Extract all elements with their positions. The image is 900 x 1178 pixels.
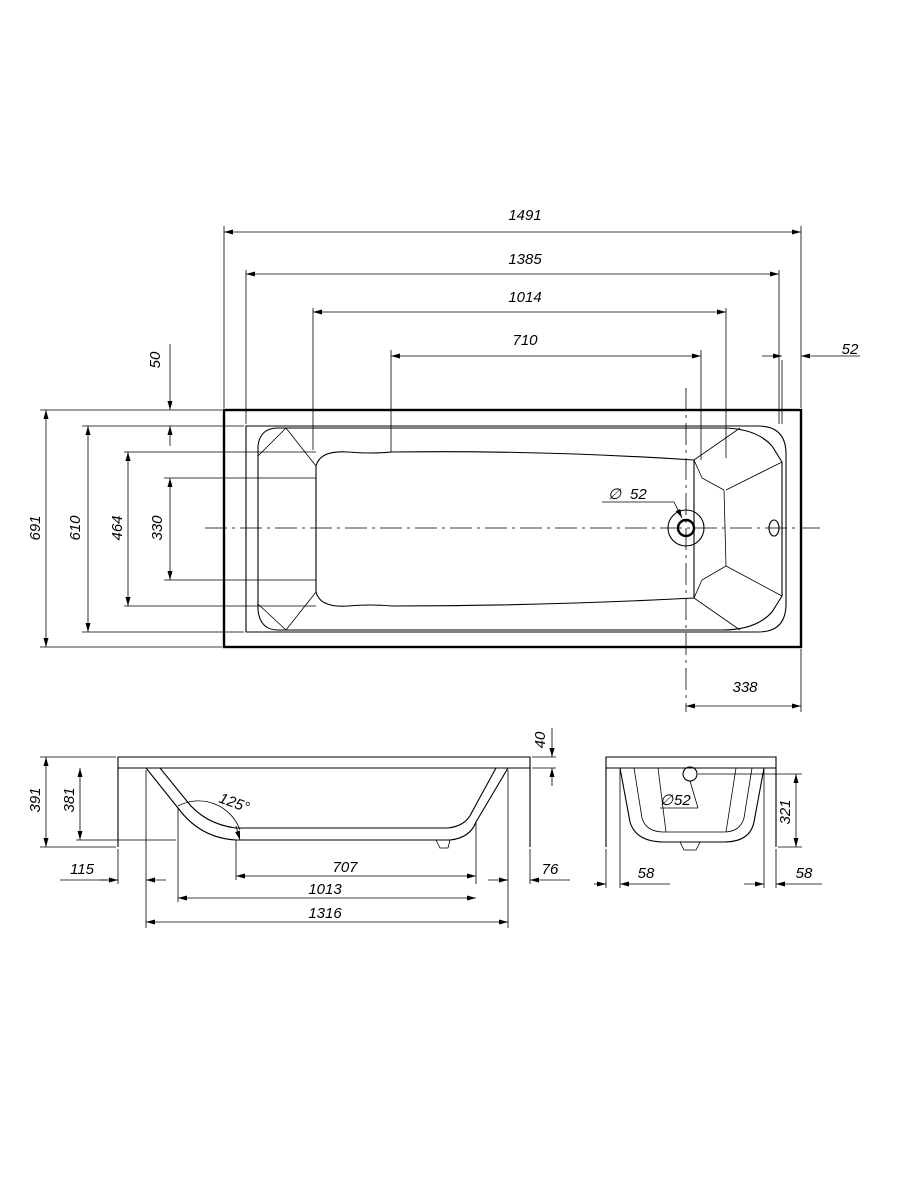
dim-inner-width: 610 [67,515,84,541]
end-inner-bowl-lower [633,767,753,833]
angle-arrow [235,825,241,841]
dim-inner-length: 1385 [508,251,542,268]
end-view: ∅ 52 321 58 58 [594,756,822,888]
side-inner-bowl-lower [159,767,497,829]
side-rim-extension [532,756,556,769]
dim-overflow-diameter: 52 [674,792,691,809]
tub-bottom-floor [315,451,695,607]
dim-end-right-offset: 58 [796,865,813,882]
tub-outer-rim [222,408,803,649]
dim-flat-length: 710 [512,332,538,349]
dim-overall-width: 691 [27,515,44,540]
dim-drain-offset: 338 [732,679,758,696]
dim-rim-top: 50 [147,351,164,368]
dim-rim-width: 52 [842,341,859,358]
dim-inner-depth: 381 [61,787,78,812]
dim-drain-diameter-symbol: ∅ [608,486,622,503]
drain-leader-arrow [673,501,683,519]
dim-side-bottom-length: 1013 [308,881,342,898]
top-extension-lines [223,226,802,460]
overflow-leader [689,780,699,809]
side-inner-bowl [145,767,509,841]
dim-flat-bottom: 707 [332,859,358,876]
left-extension-lines [40,409,316,648]
tub-inner-opening [245,425,787,633]
end-drain [679,841,701,851]
side-rim [117,756,531,769]
end-overflow-hole [682,766,698,782]
dim-overflow-height: 321 [777,799,794,824]
dim-bottom-length: 1014 [508,289,541,306]
end-walls [605,768,777,847]
top-view: 1491 1385 1014 710 52 691 610 464 330 50… [27,207,860,712]
tub-bowl-contour [257,427,783,631]
dim-flat-width: 330 [149,515,166,541]
side-view: 125° 391 381 40 707 1013 1316 115 76 [27,728,570,928]
side-walls [117,768,531,847]
end-inner-bowl [619,767,765,843]
end-slope-lines [657,767,737,833]
dim-rim-thickness: 40 [532,731,549,748]
dim-right-offset: 76 [542,861,559,878]
foot-slope-lines [725,461,783,597]
angle-arc [177,800,241,831]
end-bottom-extension [605,770,777,888]
end-right-extension [698,773,802,848]
side-bottom-extension [117,770,531,928]
dim-overall-length: 1491 [508,207,541,224]
dim-overflow-diameter-symbol: ∅ [660,792,674,809]
dim-overall-height: 391 [27,787,44,812]
side-drain [435,839,451,849]
dim-bottom-width: 464 [109,515,126,540]
end-rim [605,756,777,769]
dim-backrest-angle: 125° [217,790,252,817]
dim-inner-bottom-length: 1316 [308,905,342,922]
side-left-extension [40,756,176,848]
dim-drain-diameter: 52 [630,486,647,503]
head-rest-edges [257,427,317,631]
dim-left-offset: 115 [70,861,95,878]
dim-end-left-offset: 58 [638,865,655,882]
